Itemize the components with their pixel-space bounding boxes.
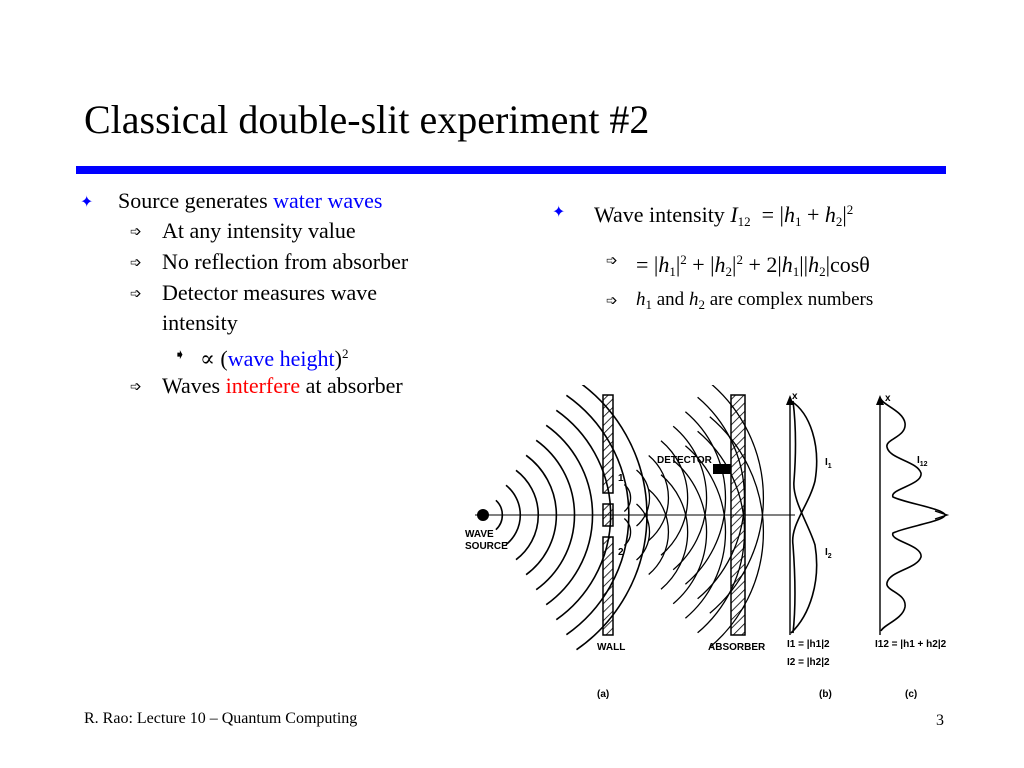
exponent: 2	[341, 346, 349, 361]
right-bullet-list: ✦ Wave intensity I12 = |h1 + h2|2 ➩ = |h…	[552, 194, 992, 324]
double-slit-figure: WAVE SOURCE 1 2 WALL DETECTOR ABSORBER (…	[465, 385, 950, 700]
arrow-bullet-icon: ➩	[130, 380, 142, 395]
arrow-bullet-icon: ➩	[606, 254, 618, 269]
waves-text: Waves	[162, 373, 226, 398]
wave-height-highlight: wave height	[227, 346, 335, 371]
absorber-label: ABSORBER	[708, 642, 766, 653]
eq-b1: I1 = |h1|2	[787, 639, 830, 650]
footer-text: R. Rao: Lecture 10 – Quantum Computing	[84, 710, 358, 727]
panel-c-plot: x I12 I12 = |h1 + h2|2 (c)	[875, 393, 950, 700]
bullet-source: Source generates water waves	[118, 188, 383, 214]
sub-bullet-detector-line1: Detector measures wave	[162, 280, 378, 305]
axis-x-label-2: x	[885, 393, 891, 404]
wall	[602, 394, 614, 636]
arrow-bullet-icon: ➩	[606, 294, 618, 309]
i12-label: I12	[917, 455, 928, 468]
at-absorber-text: at absorber	[300, 373, 403, 398]
left-bullet-list: ✦ Source generates water waves ➩ At any …	[80, 186, 480, 406]
slit-2-label: 2	[618, 547, 624, 558]
wave-intensity-text: Wave intensity	[594, 202, 731, 227]
bullet-source-text: Source generates	[118, 188, 274, 213]
sub-bullet-intensity: At any intensity value	[162, 218, 356, 243]
bullet-star-icon: ✦	[552, 204, 566, 221]
detector-box	[713, 464, 731, 474]
slit-1-label: 1	[618, 473, 624, 484]
arrow-bullet-icon: ➩	[130, 287, 142, 302]
sub-bullet-complex: h1 and h2 are complex numbers	[636, 289, 874, 312]
slide-title: Classical double-slit experiment #2	[84, 97, 650, 142]
panel-b-plot: x I1 I2 I1 = |h1|2 I2 = |h2|2 (b)	[786, 391, 832, 700]
interfere-highlight: interfere	[225, 373, 301, 398]
wave-source-label-2: SOURCE	[465, 541, 508, 552]
wall-label: WALL	[597, 642, 625, 653]
sub-bullet-expansion: = |h1|2 + |h2|2 + 2|h1||h2|cosθ	[636, 252, 870, 279]
wave-source-dot	[477, 509, 489, 521]
bullet-star-icon: ✦	[80, 194, 94, 211]
detector-label: DETECTOR	[657, 455, 713, 466]
absorber	[730, 394, 746, 636]
panel-a-label: (a)	[597, 689, 609, 700]
sub-bullet-reflection: No reflection from absorber	[162, 249, 409, 274]
arrow-bullet-icon: ➩	[130, 225, 142, 240]
title-rule	[76, 166, 946, 174]
and-text: and	[652, 289, 689, 310]
wave-source-label: WAVE	[465, 529, 494, 540]
complex-numbers-text: are complex numbers	[704, 289, 874, 310]
eq-c: I12 = |h1 + h2|2	[875, 639, 947, 650]
panel-c-label: (c)	[905, 689, 917, 700]
page-number: 3	[936, 712, 944, 729]
filled-arrow-bullet-icon: ➧	[174, 348, 186, 363]
sub-bullet-detector-line2: intensity	[162, 310, 238, 335]
paren-close: )	[334, 346, 342, 371]
arrow-bullet-icon: ➩	[130, 256, 142, 271]
eq-b2: I2 = |h2|2	[787, 657, 830, 668]
water-waves-highlight: water waves	[273, 188, 383, 213]
panel-b-label: (b)	[819, 689, 832, 700]
subsub-bullet-proportional: ∝ (wave height)2	[200, 341, 348, 372]
proportional-text: ∝ (	[200, 346, 228, 371]
axis-x-label: x	[792, 391, 798, 402]
source-wave-arcs	[495, 385, 648, 651]
i2-label: I2	[825, 547, 832, 560]
bullet-wave-intensity: Wave intensity I12 = |h1 + h2|2	[594, 202, 854, 229]
i1-label: I1	[825, 457, 832, 470]
sub-bullet-interfere: Waves interfere at absorber	[162, 373, 403, 399]
